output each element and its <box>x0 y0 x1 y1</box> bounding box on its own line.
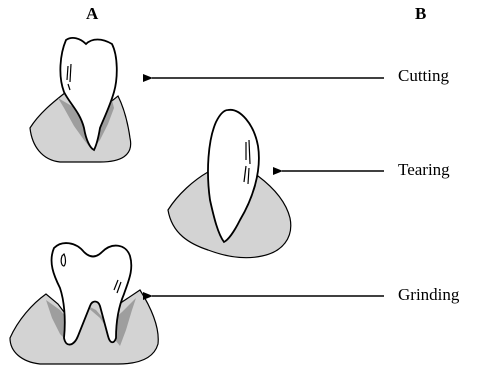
column-label-b: B <box>415 4 426 24</box>
label-tearing: Tearing <box>398 160 450 180</box>
molar-tooth-illustration <box>10 243 158 364</box>
label-cutting: Cutting <box>398 66 449 86</box>
canine-tooth-illustration <box>168 110 291 258</box>
incisor-tooth-illustration <box>30 38 131 162</box>
label-grinding: Grinding <box>398 285 459 305</box>
column-label-a: A <box>86 4 98 24</box>
